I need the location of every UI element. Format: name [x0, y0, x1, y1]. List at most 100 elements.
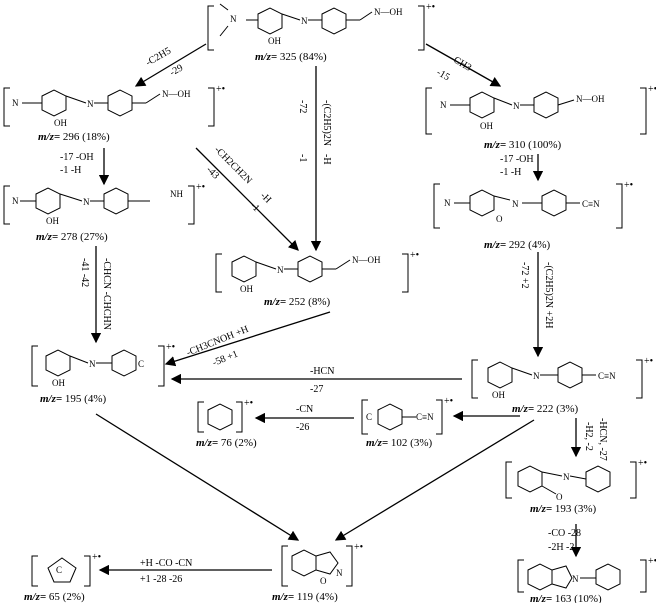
- benzene-ring: [291, 549, 317, 577]
- atom-oh: OH: [52, 378, 65, 388]
- label-mass: -1 -H: [500, 167, 521, 178]
- arrow-195-119: [95, 413, 300, 541]
- label-mass: -1 -H: [60, 165, 81, 176]
- mz-label-252: m/z= 252 (8%): [264, 296, 330, 308]
- label-loss: -H2, -2: [583, 422, 594, 451]
- arrow-222-119: [334, 419, 535, 541]
- mz-label-193: m/z= 193 (3%): [530, 503, 596, 515]
- structure-278: +• N N OH NH m/z= 278 (27%): [3, 182, 205, 243]
- arrow-296-252: [195, 147, 299, 251]
- cyclopentadiene-ring: [47, 557, 77, 583]
- bracket-right: [418, 5, 425, 51]
- benzene-ring: [377, 403, 403, 431]
- label-mass: +1 -28 -26: [140, 574, 182, 585]
- structure-252: +• N OH N—OH m/z= 252 (8%): [215, 250, 419, 308]
- label-mass: -43: [204, 164, 221, 181]
- label-mass: -41 -42: [79, 258, 90, 287]
- atom-n: N: [563, 472, 570, 482]
- structure-296: +• N N OH N—OH m/z= 296 (18%): [3, 84, 225, 143]
- radical-cation-sign: +•: [648, 84, 656, 95]
- atom-n: N: [12, 196, 19, 206]
- radical-cation-sign: +•: [354, 542, 363, 553]
- pyrrole-ring: [551, 565, 573, 589]
- benzene-ring: [557, 361, 583, 389]
- label-mass: -2H -2: [548, 542, 574, 553]
- benzene-ring: [103, 187, 129, 215]
- benzene-ring: [35, 187, 61, 215]
- label-mass: -26: [296, 422, 309, 433]
- radical-cation-sign: +•: [244, 398, 253, 409]
- atom-cn: C≡N: [416, 412, 434, 422]
- mz-label-65: m/z= 65 (2%): [24, 591, 85, 603]
- atom-n: N: [301, 16, 308, 26]
- mz-label-195: m/z= 195 (4%): [40, 393, 106, 405]
- atom-n-oh: N—OH: [374, 7, 403, 17]
- label-loss: -C2H5: [144, 45, 173, 68]
- atom-c-radical: C: [138, 359, 144, 369]
- atom-oh: OH: [480, 121, 493, 131]
- atom-o: O: [496, 214, 503, 224]
- benzene-ring: [231, 255, 257, 283]
- structure-325: +• N N OH N—OH m/z= 325 (84%): [207, 2, 435, 63]
- radical-cation-sign: +•: [638, 458, 647, 469]
- atom-c-radical: C: [366, 412, 372, 422]
- mz-label-310: m/z= 310 (100%): [484, 139, 561, 151]
- label-mass: -1: [297, 154, 308, 162]
- benzene-ring: [469, 189, 495, 217]
- atom-oh: OH: [268, 36, 281, 46]
- isoxazole-ring: [315, 551, 339, 575]
- label-loss: -CH3: [449, 53, 474, 74]
- atom-n: N: [12, 98, 19, 108]
- label-mass: -27: [310, 384, 323, 395]
- structure-222: +• N OH C≡N m/z= 222 (3%): [471, 356, 653, 415]
- arrow-325-296: [134, 43, 207, 87]
- benzene-ring: [517, 465, 543, 493]
- mz-label-296: m/z= 296 (18%): [38, 131, 110, 143]
- mz-label-102: m/z= 102 (3%): [366, 437, 432, 449]
- benzene-ring: [585, 465, 611, 493]
- label-loss: -17 -OH: [60, 152, 94, 163]
- bracket-left: [207, 5, 214, 51]
- structure-76: +• m/z= 76 (2%): [196, 398, 257, 449]
- radical-cation-sign: +•: [648, 556, 656, 567]
- atom-cn: C≡N: [598, 371, 616, 381]
- benzene-ring: [527, 563, 553, 591]
- structure-292: +• N N O C≡N m/z= 292 (4%): [433, 180, 633, 251]
- radical-cation-sign: +•: [92, 552, 101, 563]
- label-mass: -15: [435, 67, 452, 83]
- atom-n-oh: N—OH: [352, 255, 381, 265]
- mz-label-76: m/z= 76 (2%): [196, 437, 257, 449]
- label-mass: -72: [297, 100, 308, 113]
- mz-label-222: m/z= 222 (3%): [512, 403, 578, 415]
- benzene-ring: [107, 89, 133, 117]
- label-loss: -CH3CNOH +H: [185, 324, 250, 359]
- label-loss: -H: [258, 190, 273, 205]
- benzene-ring: [321, 7, 347, 35]
- radical-cation-sign: +•: [410, 250, 419, 261]
- structure-119: +• O N m/z= 119 (4%): [272, 542, 363, 603]
- arrow-325-310: [425, 43, 502, 87]
- benzene-ring: [533, 91, 559, 119]
- structure-163: +• N m/z= 163 (10%): [517, 556, 656, 603]
- atom-n: N: [444, 198, 451, 208]
- atom-o: O: [320, 576, 327, 586]
- label-loss: -17 -OH: [500, 154, 534, 165]
- label-loss: -HCN: [310, 366, 334, 377]
- arrow-252-195: [164, 311, 331, 367]
- atom-n: N: [83, 197, 90, 207]
- structure-193: +• N O m/z= 193 (3%): [505, 458, 647, 515]
- benzene-ring: [487, 361, 513, 389]
- label-loss: -HCN, -27: [597, 418, 608, 461]
- atom-n: N: [572, 574, 579, 584]
- mz-label-163: m/z= 163 (10%): [530, 593, 602, 603]
- radical-cation-sign: +•: [166, 342, 175, 353]
- atom-cn: C≡N: [582, 199, 600, 209]
- atom-n: N: [87, 99, 94, 109]
- structure-310: +• N N OH N—OH m/z= 310 (100%): [425, 84, 656, 151]
- label-loss: -CH2CH2N: [212, 144, 254, 186]
- label-mass: -58 +1: [211, 349, 240, 369]
- structure-65: +• C m/z= 65 (2%): [24, 552, 101, 603]
- structure-195: +• N OH C m/z= 195 (4%): [31, 342, 175, 405]
- atom-oh: OH: [54, 118, 67, 128]
- label-loss: -CHCN -CHCHN: [101, 258, 112, 330]
